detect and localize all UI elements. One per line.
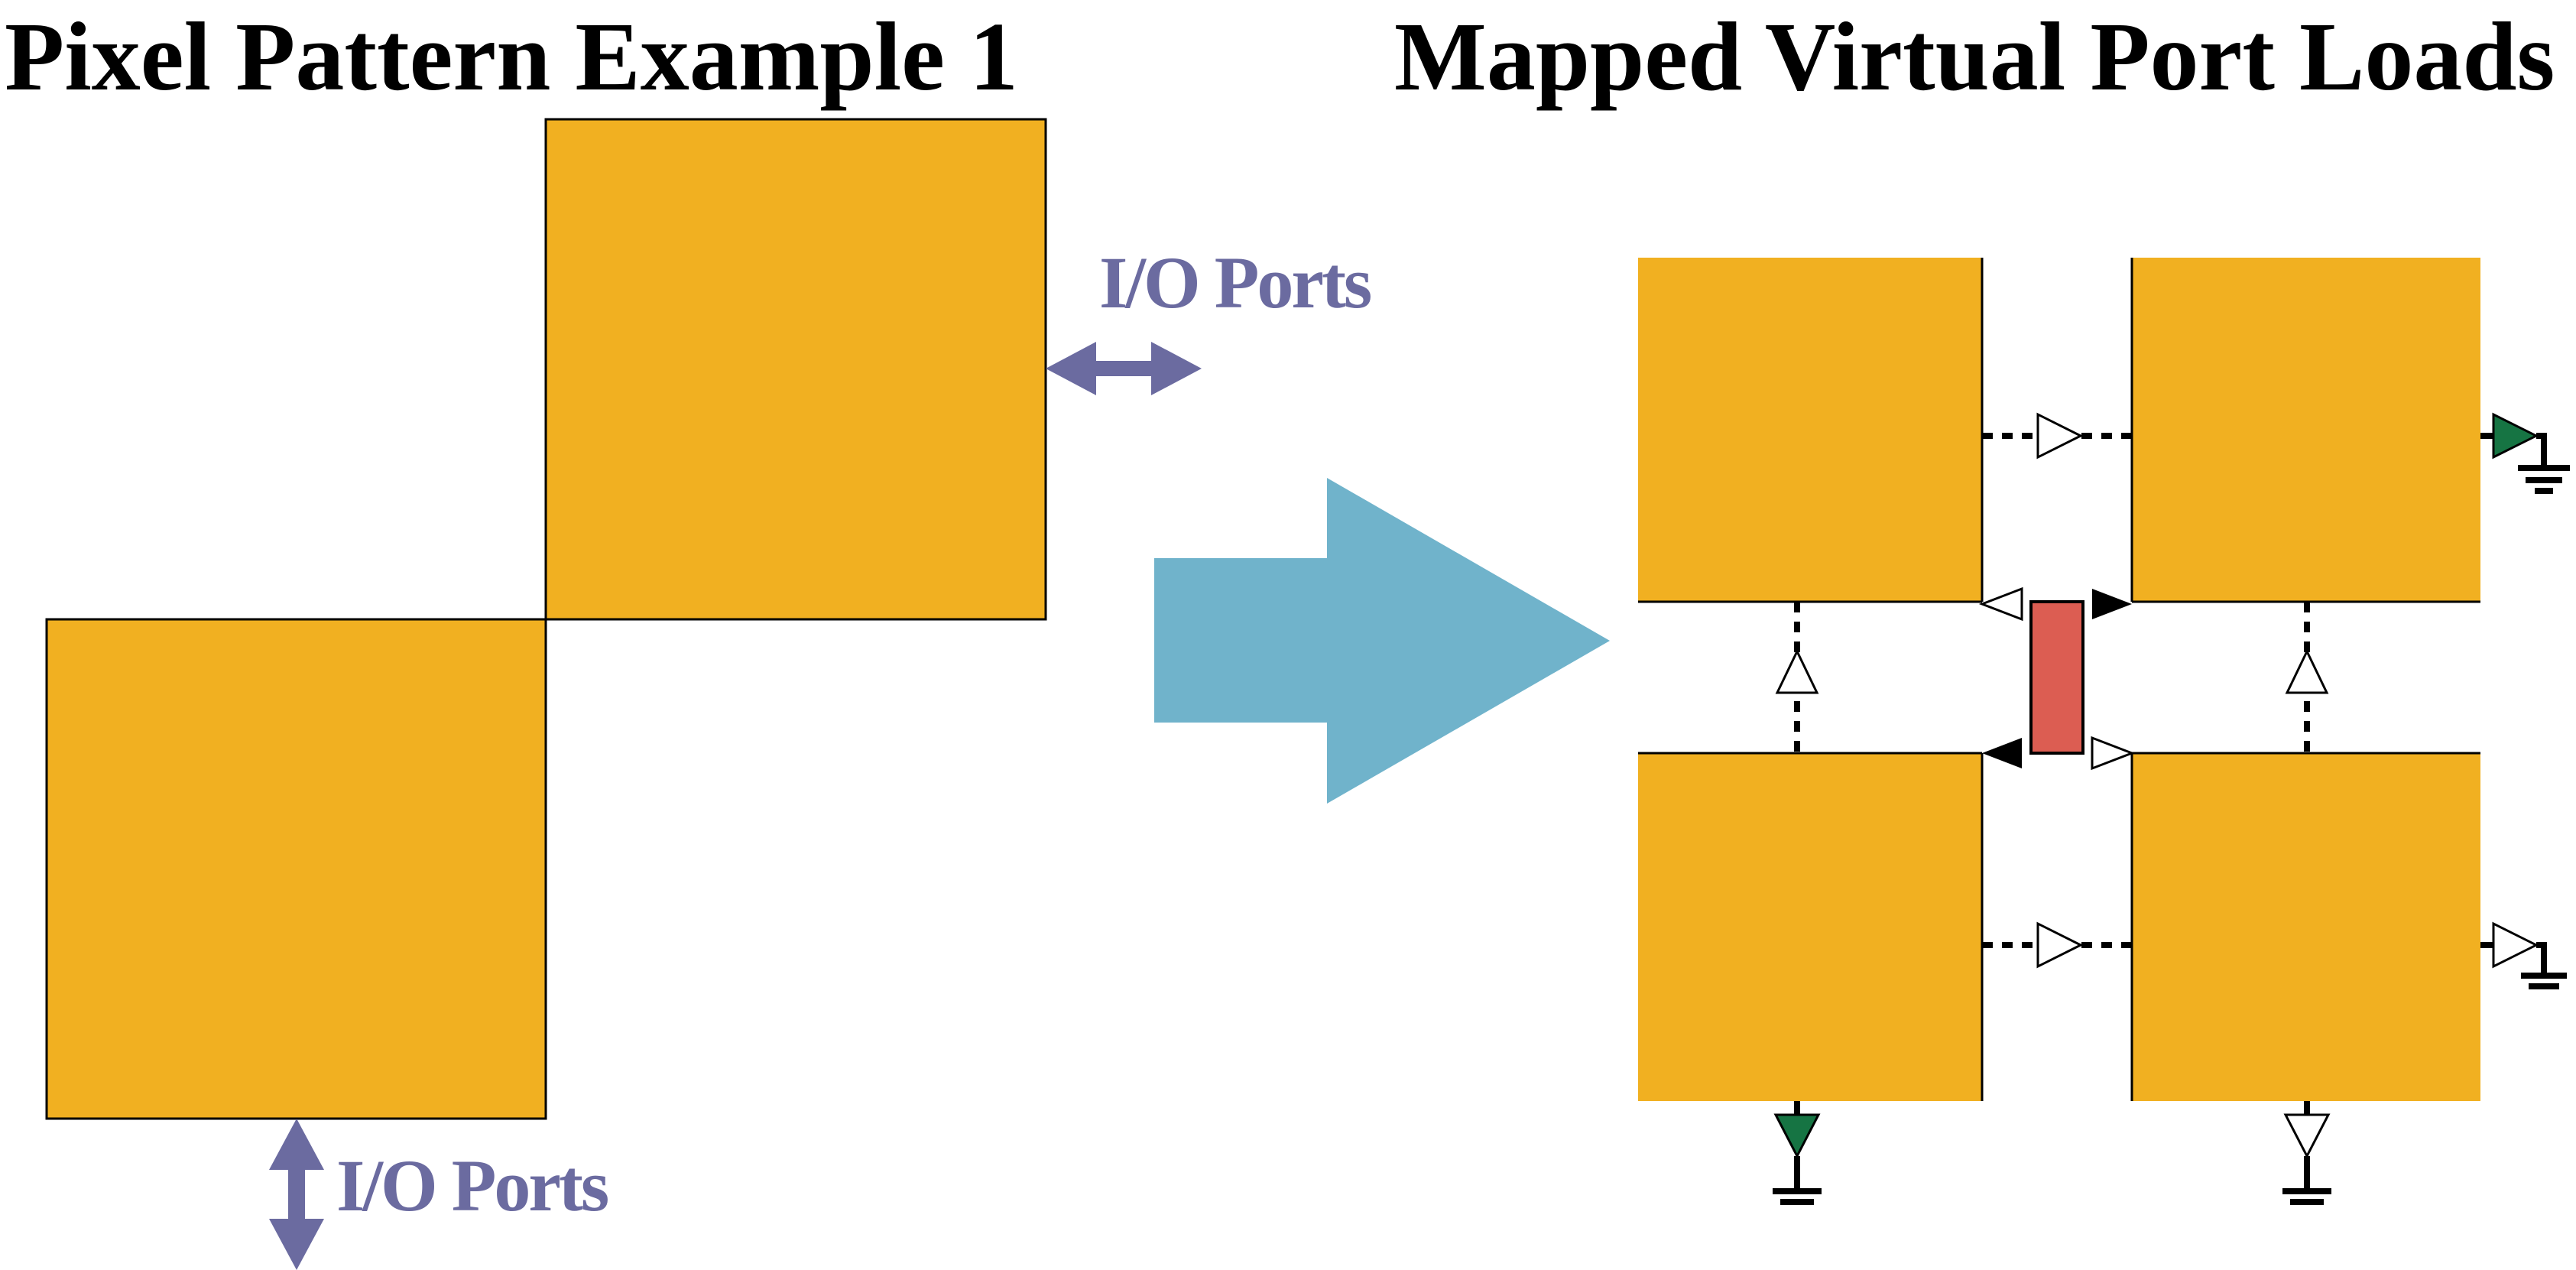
port-triangle-center-top-left: [1978, 586, 2023, 622]
port-triangle-center-top-right: [2092, 589, 2132, 619]
pixel-top-right: [544, 118, 1047, 621]
center-load-resistor: [2029, 600, 2084, 755]
mapped-pixel-bottom-left: [1638, 753, 1982, 1101]
mapped-pixel-top-left: [1638, 258, 1982, 602]
ground-symbol-bottom-left: [1773, 1188, 1822, 1205]
port-triangle-left-vertical: [1775, 648, 1819, 694]
open-port-triangles: [1775, 412, 2539, 1159]
dashed-connections: [1794, 433, 2310, 948]
green-port-bottom-left: [1773, 1113, 1821, 1159]
io-arrow-vertical: [269, 1119, 324, 1270]
mapped-pixel-top-right: [2132, 258, 2480, 602]
right-panel-title: Mapped Virtual Port Loads: [1394, 2, 2555, 111]
io-arrow-horizontal: [1046, 342, 1202, 395]
ground-stubs: [1794, 433, 2547, 1191]
filled-port-triangles: [1982, 589, 2132, 768]
mapped-pixel-bottom-right: [2132, 753, 2480, 1101]
port-triangle-bottom-horizontal: [2036, 921, 2084, 969]
left-panel-title: Pixel Pattern Example 1: [5, 2, 1018, 111]
port-triangle-center-bottom-right: [2091, 736, 2136, 771]
left-pixel-pattern: [45, 118, 1047, 1120]
green-port-top-right: [2492, 412, 2539, 460]
transform-arrow: [1154, 478, 1610, 804]
io-ports-label-right: I/O Ports: [1099, 242, 1372, 323]
pixel-bottom-left: [45, 618, 547, 1120]
ground-symbol-bottom-right: [2282, 1188, 2331, 1205]
port-triangle-top-horizontal: [2036, 412, 2084, 460]
mapped-pixel-grid: [1638, 258, 2480, 1101]
port-triangle-right-vertical: [2285, 648, 2329, 694]
ground-symbol-top-right: [2518, 465, 2570, 494]
ground-symbol-bottom-right-side: [2521, 973, 2567, 989]
port-triangle-center-bottom-left: [1982, 738, 2022, 768]
port-triangle-bottom-right-side: [2492, 921, 2539, 969]
io-ports-label-bottom: I/O Ports: [336, 1145, 609, 1226]
port-triangle-bottom-right-bottom: [2283, 1113, 2331, 1159]
